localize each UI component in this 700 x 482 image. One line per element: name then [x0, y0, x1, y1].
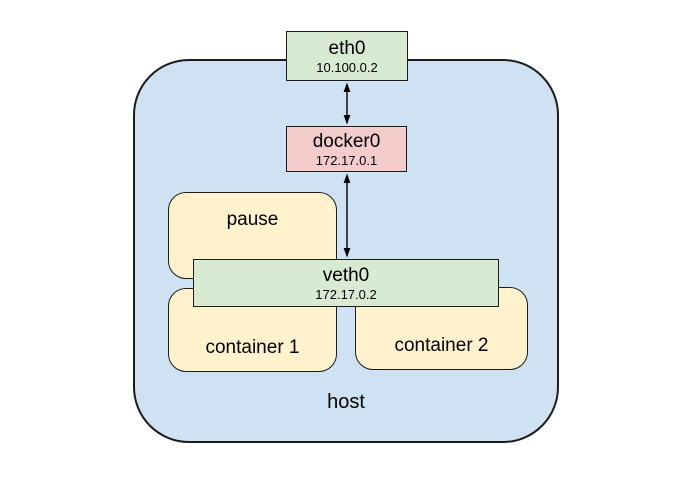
- container2-label: container 2: [394, 335, 489, 356]
- pause-label: pause: [226, 209, 279, 230]
- container1-label: container 1: [205, 337, 300, 358]
- host-label: host: [327, 391, 365, 413]
- eth0-box: eth0 10.100.0.2: [286, 31, 408, 81]
- docker0-ip: 172.17.0.1: [315, 152, 378, 168]
- veth0-name: veth0: [322, 264, 370, 286]
- veth0-ip: 172.17.0.2: [315, 286, 377, 302]
- docker0-name: docker0: [312, 130, 381, 152]
- docker0-box: docker0 172.17.0.1: [286, 126, 407, 172]
- eth0-ip: 10.100.0.2: [316, 59, 378, 75]
- eth0-name: eth0: [328, 37, 366, 59]
- veth0-box: veth0 172.17.0.2: [193, 259, 499, 307]
